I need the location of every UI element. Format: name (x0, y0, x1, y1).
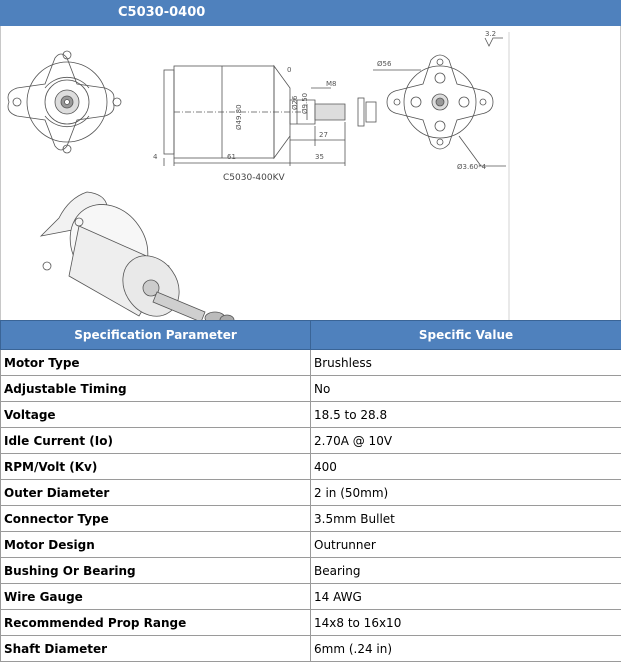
technical-drawing: Ø49.80 Ø26 Ø9.50 M8 0 4 61 27 35 Ø56 Ø3.… (0, 26, 621, 320)
surface-finish-mark: 3.2 (485, 30, 496, 38)
mount-view-drawing (373, 32, 509, 320)
value-cell: Outrunner (311, 532, 621, 558)
param-cell: Motor Type (1, 350, 311, 376)
param-cell: RPM/Volt (Kv) (1, 454, 311, 480)
param-cell: Recommended Prop Range (1, 610, 311, 636)
dim-zero: 0 (287, 66, 291, 74)
dim-61: 61 (227, 153, 236, 161)
value-cell: 400 (311, 454, 621, 480)
value-cell: 14x8 to 16x10 (311, 610, 621, 636)
value-cell: Brushless (311, 350, 621, 376)
value-cell: 14 AWG (311, 584, 621, 610)
param-cell: Adjustable Timing (1, 376, 311, 402)
isometric-view-drawing (41, 189, 234, 320)
motor-drawing-svg: Ø49.80 Ø26 Ø9.50 M8 0 4 61 27 35 Ø56 Ø3.… (1, 26, 620, 320)
value-cell: 2.70A @ 10V (311, 428, 621, 454)
model-label: C5030-400KV (223, 173, 286, 183)
spec-table: Specification Parameter Specific Value M… (0, 320, 621, 662)
param-cell: Idle Current (Io) (1, 428, 311, 454)
dim-d26: Ø26 (291, 95, 299, 110)
param-cell: Connector Type (1, 506, 311, 532)
dim-d56: Ø56 (377, 60, 392, 68)
param-cell: Outer Diameter (1, 480, 311, 506)
dim-35: 35 (315, 153, 324, 161)
dim-27: 27 (319, 131, 328, 139)
param-cell: Wire Gauge (1, 584, 311, 610)
side-view-drawing (164, 66, 376, 166)
dim-holes: Ø3.60*4 (457, 163, 487, 171)
param-cell: Bushing Or Bearing (1, 558, 311, 584)
dim-d950: Ø9.50 (301, 93, 309, 114)
header-parameter: Specification Parameter (1, 321, 311, 350)
value-cell: 2 in (50mm) (311, 480, 621, 506)
header-value: Specific Value (311, 321, 621, 350)
dim-outer-diameter: Ø49.80 (235, 104, 243, 130)
product-title: C5030-0400 (0, 0, 621, 26)
front-view-drawing (8, 51, 121, 153)
value-cell: 18.5 to 28.8 (311, 402, 621, 428)
table-header-row: Specification Parameter Specific Value (1, 321, 621, 350)
param-cell: Shaft Diameter (1, 636, 311, 662)
value-cell: No (311, 376, 621, 402)
table-row: RPM/Volt (Kv)400 (1, 454, 621, 480)
value-cell: Bearing (311, 558, 621, 584)
dim-thread: M8 (326, 80, 337, 88)
param-cell: Motor Design (1, 532, 311, 558)
param-cell: Voltage (1, 402, 311, 428)
value-cell: 3.5mm Bullet (311, 506, 621, 532)
value-cell: 6mm (.24 in) (311, 636, 621, 662)
dim-4: 4 (153, 153, 158, 161)
table-row: Idle Current (Io)2.70A @ 10V (1, 428, 621, 454)
